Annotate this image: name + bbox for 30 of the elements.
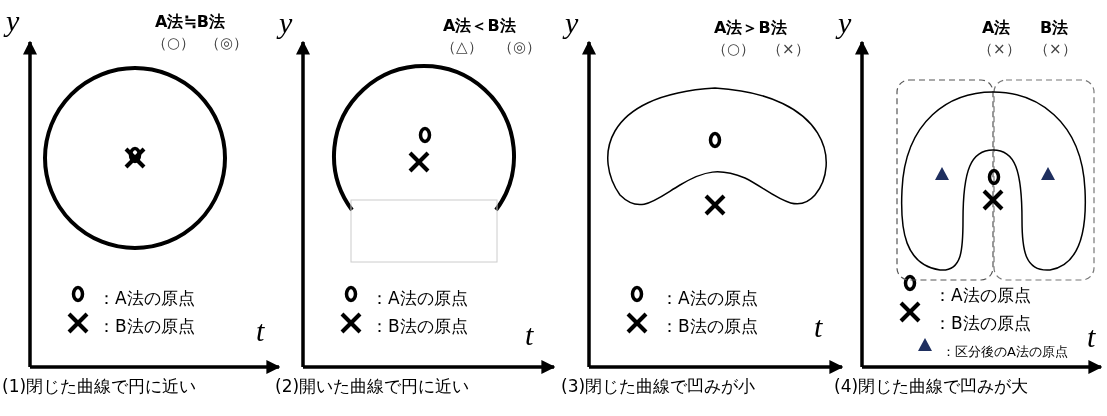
rating-label: （○）	[152, 36, 196, 51]
method-comparison-label: B法	[1040, 20, 1069, 36]
legend-text: ：A法の原点	[98, 290, 195, 307]
legend-text: ：B法の原点	[934, 315, 1031, 332]
axis-label: t	[525, 320, 534, 350]
legend-text: ：A法の原点	[934, 287, 1031, 304]
panel-caption: (4)閉じた曲線で凹みが大	[834, 378, 1029, 395]
method-comparison-label: A法≒B法	[155, 14, 225, 30]
panel-caption: (1)閉じた曲線で円に近い	[2, 378, 197, 395]
rating-label: （×）	[978, 42, 1021, 57]
legend-text: ：B法の原点	[371, 318, 468, 335]
axis-label: t	[1087, 322, 1096, 352]
legend-text: ：B法の原点	[661, 318, 758, 335]
rating-label: （×）	[767, 42, 810, 57]
rating-label: （◎）	[498, 40, 542, 55]
panel-caption: (3)閉じた曲線で凹みが小	[561, 378, 756, 395]
legend-text: ：A法の原点	[371, 290, 468, 307]
axis-label: t	[256, 316, 265, 346]
method-comparison-label: A法＞B法	[714, 20, 787, 36]
rating-label: （×）	[1034, 42, 1077, 57]
rating-label: （△）	[441, 40, 483, 55]
rating-label: （○）	[712, 42, 756, 57]
method-comparison-label: A法＜B法	[443, 18, 516, 34]
panel-caption: (2)開いた曲線で円に近い	[275, 378, 470, 395]
legend-text: ：A法の原点	[661, 290, 758, 307]
legend-text: ：B法の原点	[98, 318, 195, 335]
method-comparison-label: A法	[982, 20, 1011, 36]
axis-label: t	[814, 312, 823, 342]
rating-label: （◎）	[205, 36, 249, 51]
legend-text: ：区分後のA法の原点	[942, 345, 1068, 358]
